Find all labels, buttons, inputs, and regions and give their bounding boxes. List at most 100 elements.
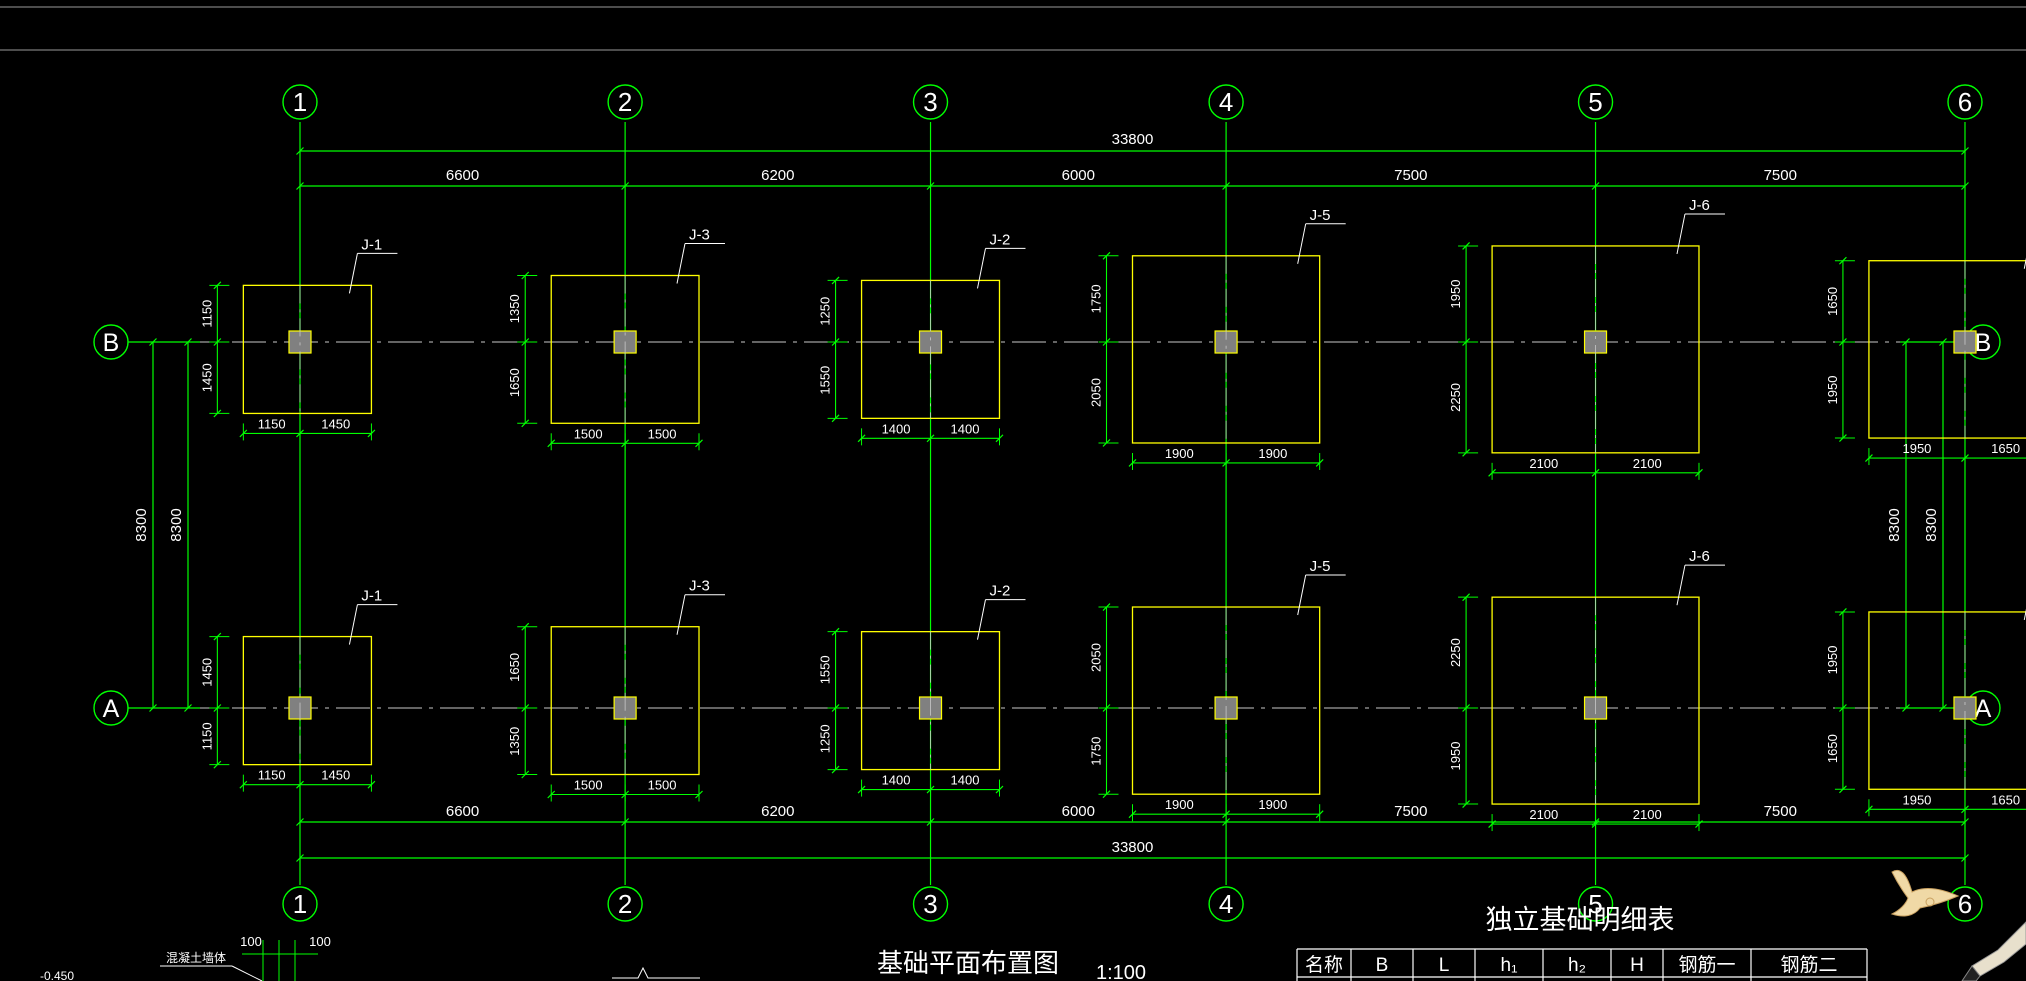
footing-dim-left: 1950 <box>1902 792 1931 807</box>
footing-dim-top: 1550 <box>818 655 833 684</box>
row-spacing-dim-right: 8300 <box>1886 508 1903 541</box>
grid-bubble-label: 6 <box>1958 87 1972 117</box>
dim-tick <box>1839 704 1847 712</box>
grid-bubble-label: 3 <box>923 889 937 919</box>
footing-label-leader <box>977 599 986 640</box>
dim-tick <box>831 338 840 346</box>
dim-tick <box>1102 704 1111 712</box>
footing-label: J-2 <box>989 583 1010 600</box>
footing-dim-top: 1450 <box>199 658 214 687</box>
dim-tick <box>213 632 222 641</box>
footing-label: J-2 <box>989 231 1010 248</box>
dim-tick <box>184 704 192 712</box>
dim-tick <box>1961 818 1969 826</box>
dim-tick <box>621 818 630 826</box>
footing-label-leader <box>676 594 686 635</box>
dim-tick <box>695 790 703 799</box>
footing-label-leader <box>1676 213 1686 255</box>
detail-leader-tail <box>231 965 263 981</box>
footing-j-4-b6: 1950165016501950J-4 <box>1825 256 2026 466</box>
schedule-header-cell: H <box>1630 955 1644 976</box>
dim-tick <box>1128 459 1137 467</box>
dim-tick <box>213 409 222 418</box>
dim-tick <box>547 790 556 799</box>
dim-tick <box>621 182 630 190</box>
footing-dim-left: 1400 <box>882 773 911 788</box>
dim-tick <box>521 338 530 346</box>
footing-dim-left: 1150 <box>258 768 286 783</box>
dim-tick <box>1591 468 1600 477</box>
dim-tick <box>521 704 530 712</box>
dim-tick <box>1695 820 1703 828</box>
footing-label-leader <box>1297 223 1307 264</box>
grid-bubble-label: 2 <box>618 889 632 919</box>
schedule-header-cell: L <box>1439 955 1450 976</box>
dim-tick <box>831 414 840 423</box>
footing-dim-right: 1500 <box>648 426 677 441</box>
grid-bubble-label: B <box>1975 329 1992 357</box>
footing-dim-right: 2100 <box>1633 456 1662 471</box>
footing-label: J-5 <box>1310 207 1331 224</box>
footing-dim-left: 1900 <box>1165 446 1194 461</box>
footing-label-leader <box>348 253 358 294</box>
footing-dim-top: 1650 <box>1825 287 1840 316</box>
footing-label-leader <box>676 243 686 284</box>
dim-tick <box>296 854 304 862</box>
dim-tick <box>1839 608 1847 616</box>
dim-tick <box>1462 593 1471 602</box>
dim-tick <box>213 338 222 346</box>
grid-bubble-label: 3 <box>923 87 937 117</box>
dim-tick <box>621 790 630 799</box>
dim-tick <box>1902 704 1910 712</box>
footing-dim-bottom: 1350 <box>507 727 522 756</box>
brush-tip-icon <box>1961 921 2026 981</box>
bird-logo-icon <box>1890 870 1960 917</box>
footing-dim-right: 1900 <box>1258 797 1287 812</box>
schedule-header-cell: h₂ <box>1568 955 1586 976</box>
footing-dim-bottom: 1250 <box>818 724 833 753</box>
dim-tick <box>1222 459 1231 467</box>
footing-outline <box>242 635 373 766</box>
dim-tick <box>296 429 304 438</box>
footing-outline <box>1868 260 2026 439</box>
grid-bubble-1-bottom <box>282 886 318 922</box>
footing-dim-left: 2100 <box>1529 807 1558 822</box>
footing-label-leader <box>1676 565 1686 606</box>
dim-tick <box>1839 256 1847 265</box>
footing-label-leader <box>977 248 986 289</box>
grid-bubble-6-top <box>1947 84 1983 120</box>
total-span-dim: 33800 <box>1112 839 1154 856</box>
dim-tick <box>213 704 222 712</box>
footing-label: J-1 <box>361 236 382 253</box>
grid-bubble-2-top <box>607 84 643 120</box>
footing-label-leader <box>1297 574 1307 616</box>
dim-tick <box>695 439 703 448</box>
grid-bubble-3-top <box>912 84 949 120</box>
footing-dim-top: 2250 <box>1448 638 1463 667</box>
dim-tick <box>1102 251 1111 260</box>
drawing-scale: 1:100 <box>1096 962 1146 981</box>
grid-bubble-3-bottom <box>912 886 949 922</box>
grid-bubble-label: 2 <box>618 87 632 117</box>
dim-tick <box>926 182 935 190</box>
grid-bubble-label: A <box>1975 695 1992 723</box>
dim-tick <box>149 704 157 712</box>
dim-tick <box>995 785 1004 794</box>
dim-tick <box>831 765 840 774</box>
schedule-header-cell: 钢筋一 <box>1678 954 1735 976</box>
dim-tick <box>213 760 222 769</box>
footing-dim-top: 1950 <box>1825 646 1840 675</box>
schedule-header-cell: B <box>1376 955 1389 976</box>
dim-tick <box>1102 338 1111 346</box>
footing-dim-right: 1450 <box>321 416 350 431</box>
dim-tick <box>857 434 866 443</box>
grid-bubble-label: B <box>103 329 120 357</box>
